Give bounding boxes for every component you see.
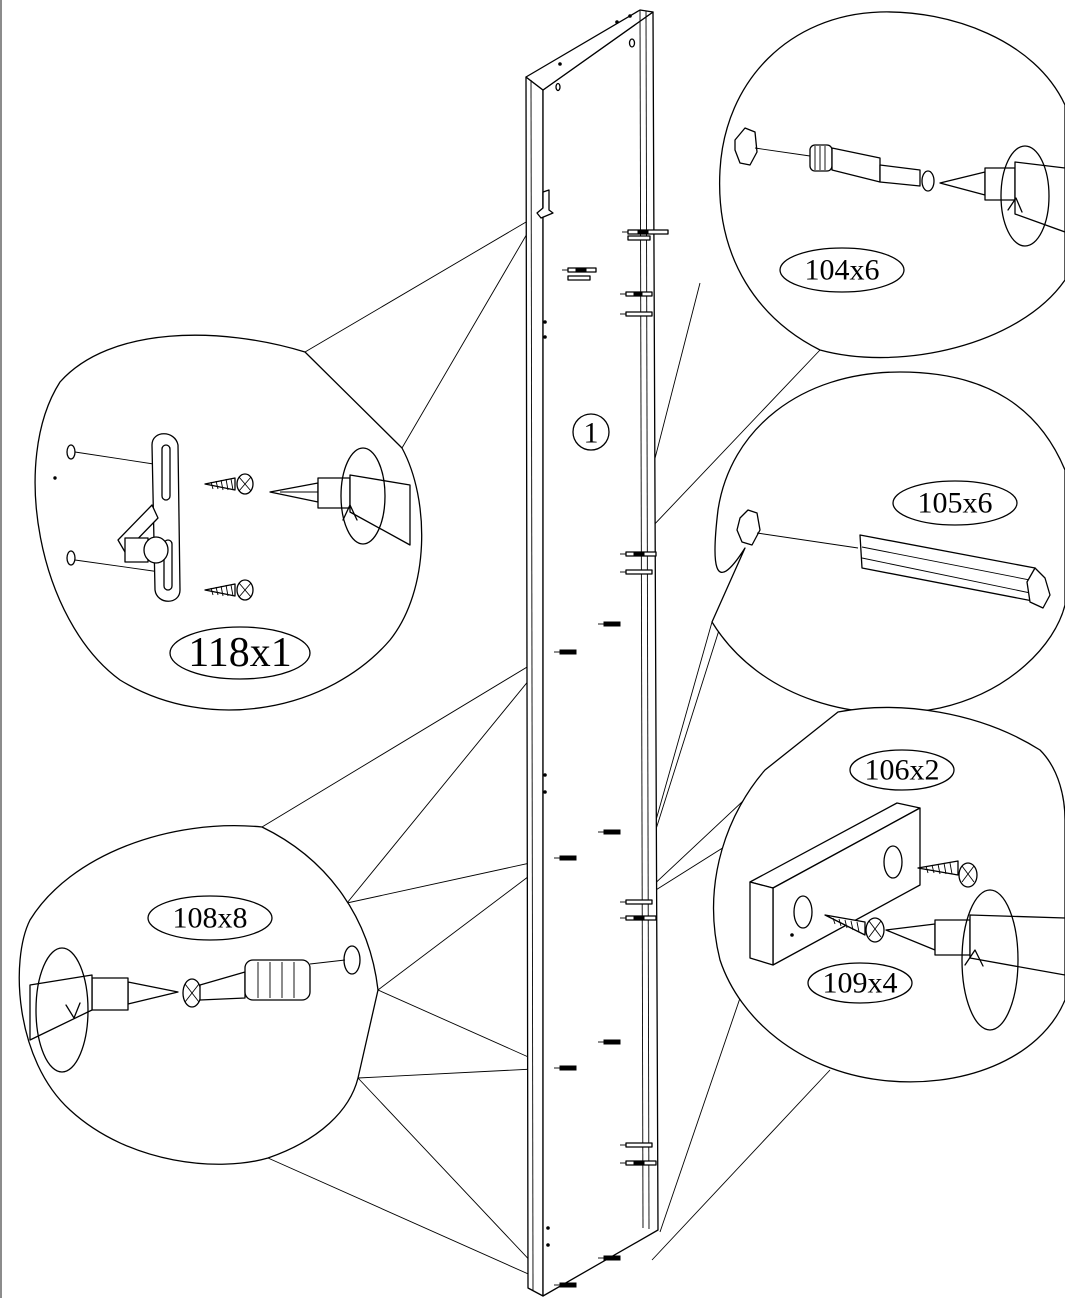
panel-number: 1 <box>584 417 599 450</box>
rotation-arrow-icon <box>35 947 89 1073</box>
screwdriver-icon <box>939 145 1065 247</box>
part-label-109: 109x4 <box>823 967 898 1000</box>
screwdriver-icon <box>29 947 179 1073</box>
rotation-arrow-icon <box>340 447 386 545</box>
detail-block-106: 106x2 109x4 <box>712 706 1065 1083</box>
screwdriver-icon <box>269 447 411 546</box>
part-label-108: 108x8 <box>173 902 248 935</box>
screw-icon <box>204 579 254 601</box>
detail-bolt-108: 108x8 <box>18 825 379 1165</box>
block-icon <box>749 802 921 966</box>
detail-bolt-104: 104x6 <box>718 11 1065 359</box>
screwdriver-icon <box>885 889 1065 1031</box>
part-label-105: 105x6 <box>918 487 993 520</box>
bracket-icon <box>117 433 181 602</box>
part-label-118: 118x1 <box>188 630 291 676</box>
screw-icon <box>917 860 978 888</box>
panel-hardware <box>554 229 669 1288</box>
cam-bolt-icon <box>182 959 311 1008</box>
screw-icon <box>824 914 885 943</box>
part-label-104: 104x6 <box>805 254 880 287</box>
side-panel: 1 <box>525 9 669 1297</box>
detail-dowel-105: 105x6 <box>711 371 1065 714</box>
rotation-arrow-icon <box>961 889 1019 1031</box>
detail-bracket-118: 118x1 <box>34 334 423 711</box>
cam-bolt-icon <box>809 144 935 192</box>
part-label-106: 106x2 <box>865 754 940 787</box>
screw-icon <box>204 473 254 495</box>
panel-number-circle <box>572 413 610 451</box>
rotation-arrow-icon <box>1000 145 1050 247</box>
dowel-icon <box>859 534 1051 609</box>
